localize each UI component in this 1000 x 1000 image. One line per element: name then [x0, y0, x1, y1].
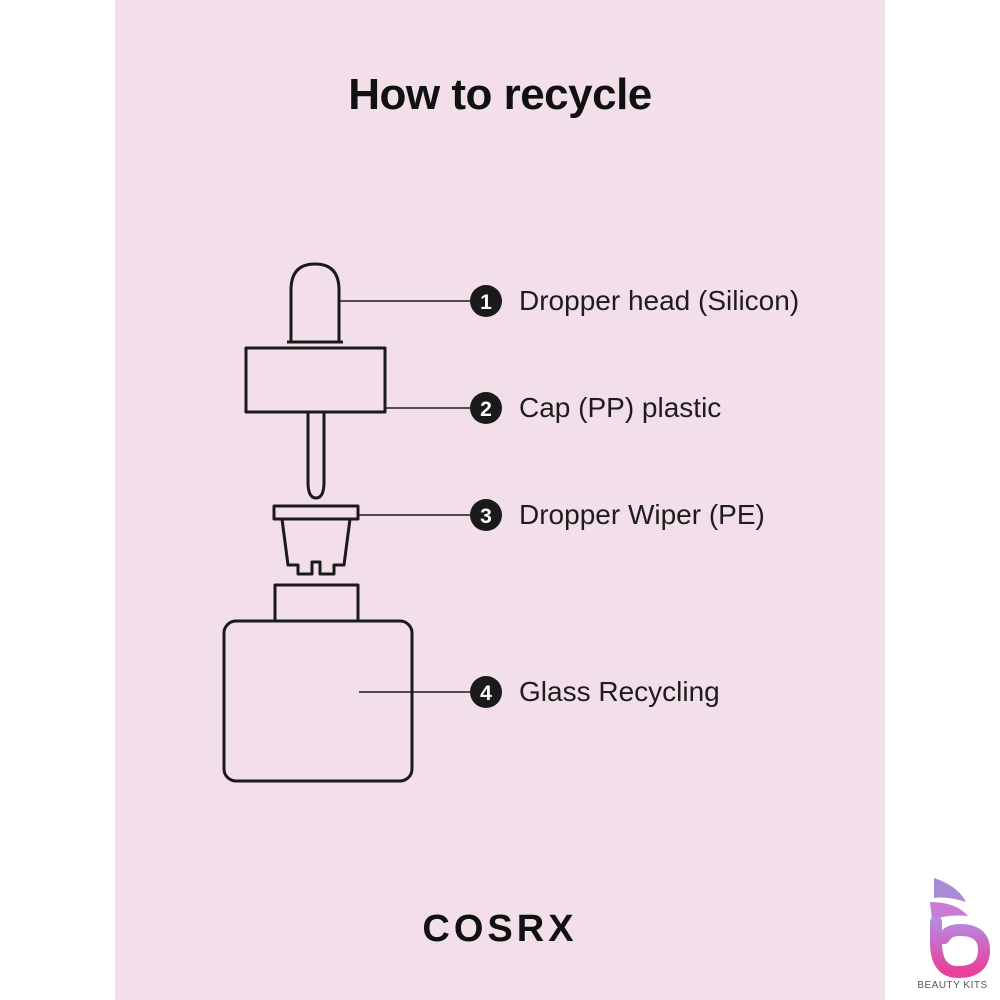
- cap-shape: [244, 346, 387, 414]
- background-panel: [115, 0, 885, 1000]
- page-title: How to recycle: [348, 70, 652, 119]
- glass-bottle-shape: [222, 619, 414, 783]
- pipette-shape: [306, 412, 326, 500]
- marker-2-number: 2: [480, 398, 492, 421]
- beauty-kits-watermark-text: BEAUTY KITS: [917, 980, 988, 991]
- number-marker-4: 4: [470, 676, 502, 708]
- dropper-head-shape: [289, 262, 341, 342]
- wiper-rim-shape: [272, 504, 360, 521]
- bottle-neck-shape: [273, 583, 360, 623]
- number-marker-1: 1: [470, 285, 502, 317]
- brand-logo-text: COSRX: [422, 908, 578, 950]
- marker-3-number: 3: [480, 505, 492, 528]
- part-label-dropper-head: Dropper head (Silicon): [519, 285, 800, 316]
- marker-4-number: 4: [480, 682, 492, 705]
- part-label-glass: Glass Recycling: [519, 676, 720, 707]
- part-label-cap: Cap (PP) plastic: [519, 392, 722, 423]
- wiper-body-shape: [280, 518, 352, 576]
- number-marker-2: 2: [470, 392, 502, 424]
- number-marker-3: 3: [470, 499, 502, 531]
- part-label-dropper-wiper: Dropper Wiper (PE): [519, 499, 765, 530]
- marker-1-number: 1: [480, 291, 492, 314]
- beauty-kits-logo-icon: [930, 878, 991, 979]
